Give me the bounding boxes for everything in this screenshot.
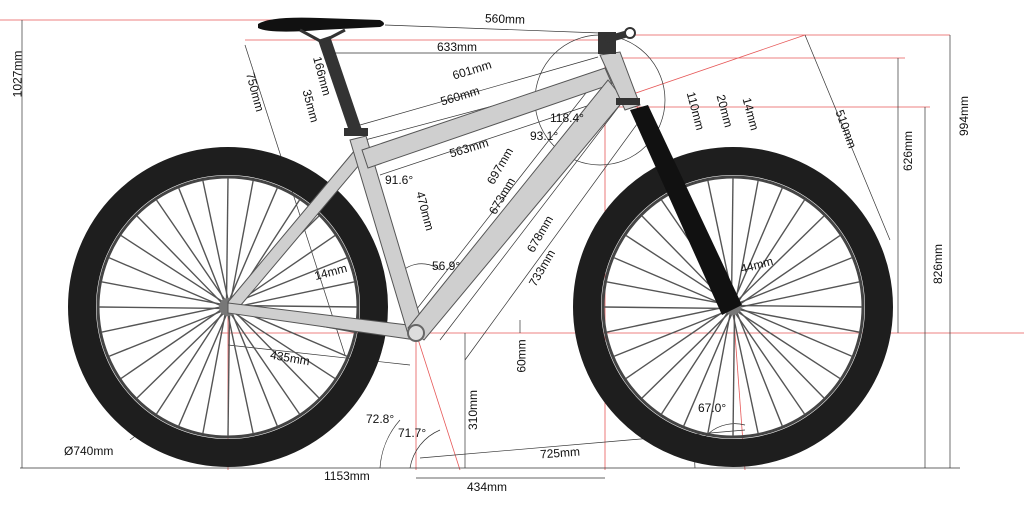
dim-reach-saddle: 633mm bbox=[437, 40, 478, 54]
spoke bbox=[229, 180, 254, 302]
spoke bbox=[735, 311, 784, 427]
spoke bbox=[660, 310, 730, 415]
spoke bbox=[736, 199, 806, 304]
spoke bbox=[202, 180, 230, 302]
angle-91: 91.6° bbox=[385, 173, 414, 187]
spoke bbox=[226, 312, 254, 434]
spoke bbox=[625, 308, 728, 380]
spoke bbox=[737, 256, 853, 305]
spoke bbox=[738, 304, 863, 308]
spoke bbox=[227, 312, 231, 437]
spoke bbox=[613, 309, 729, 358]
spoke bbox=[98, 306, 223, 310]
seatpost bbox=[318, 36, 368, 136]
spoke bbox=[734, 180, 759, 302]
angle-118: 118.4° bbox=[550, 111, 584, 125]
spoke bbox=[225, 177, 229, 302]
spoke bbox=[606, 305, 728, 333]
dim-stack: 626mm bbox=[901, 130, 916, 172]
bottom-bracket bbox=[407, 324, 425, 342]
angle-71: 71.7° bbox=[398, 426, 427, 440]
spoke bbox=[108, 256, 223, 307]
dim-bb-to-front: 434mm bbox=[467, 480, 508, 494]
dim-overall-height: 1027mm bbox=[10, 50, 25, 98]
spoke bbox=[734, 312, 806, 415]
angle-93: 93.1° bbox=[530, 129, 559, 143]
spoke bbox=[108, 309, 224, 358]
spoke bbox=[730, 177, 734, 302]
saddle bbox=[258, 17, 384, 44]
spoke bbox=[738, 281, 860, 309]
angle-67: 67.0° bbox=[698, 401, 727, 415]
spoke bbox=[177, 187, 226, 303]
spoke bbox=[202, 312, 227, 434]
spoke bbox=[230, 311, 279, 427]
spoke bbox=[603, 306, 728, 310]
spoke bbox=[231, 310, 336, 380]
spoke bbox=[177, 312, 228, 427]
dim-height-826: 826mm bbox=[931, 243, 946, 285]
stem-handlebar bbox=[598, 27, 640, 105]
spoke bbox=[232, 256, 348, 305]
spoke bbox=[641, 311, 731, 399]
spoke bbox=[707, 312, 732, 434]
spoke bbox=[613, 256, 728, 307]
spoke bbox=[738, 308, 860, 333]
spoke bbox=[732, 312, 736, 437]
angle-56: 56.9° bbox=[432, 259, 461, 273]
angle-72: 72.8° bbox=[366, 412, 395, 426]
spoke bbox=[136, 311, 226, 399]
spoke bbox=[736, 310, 841, 380]
spoke bbox=[738, 307, 853, 358]
dim-bb-height: 310mm bbox=[466, 389, 481, 431]
spoke bbox=[233, 281, 355, 309]
spoke bbox=[733, 187, 784, 302]
dim-wheelbase: 1153mm bbox=[324, 469, 370, 483]
spoke bbox=[120, 308, 223, 380]
spoke bbox=[606, 281, 728, 306]
spoke bbox=[101, 281, 223, 306]
fork bbox=[630, 105, 742, 315]
spoke bbox=[155, 310, 225, 415]
dim-front-center: 725mm bbox=[539, 444, 581, 462]
spoke bbox=[228, 187, 279, 302]
front-wheel bbox=[573, 147, 893, 467]
dim-wheel-diameter: Ø740mm bbox=[64, 444, 114, 458]
rear-wheel bbox=[68, 147, 388, 467]
spoke bbox=[735, 215, 825, 303]
spoke bbox=[232, 309, 320, 399]
spoke bbox=[731, 312, 759, 434]
spoke bbox=[155, 199, 227, 302]
spoke bbox=[120, 234, 225, 304]
spoke bbox=[101, 305, 223, 333]
spoke bbox=[738, 234, 841, 306]
dim-saddle-to-bar: 560mm bbox=[484, 11, 526, 27]
spoke bbox=[682, 312, 733, 427]
dim-bar-height: 994mm bbox=[957, 95, 972, 137]
spoke bbox=[737, 309, 825, 399]
dimension-lines bbox=[20, 20, 960, 479]
spoke bbox=[136, 215, 224, 305]
dim-bb-drop: 60mm bbox=[514, 339, 529, 373]
spoke bbox=[229, 312, 301, 415]
